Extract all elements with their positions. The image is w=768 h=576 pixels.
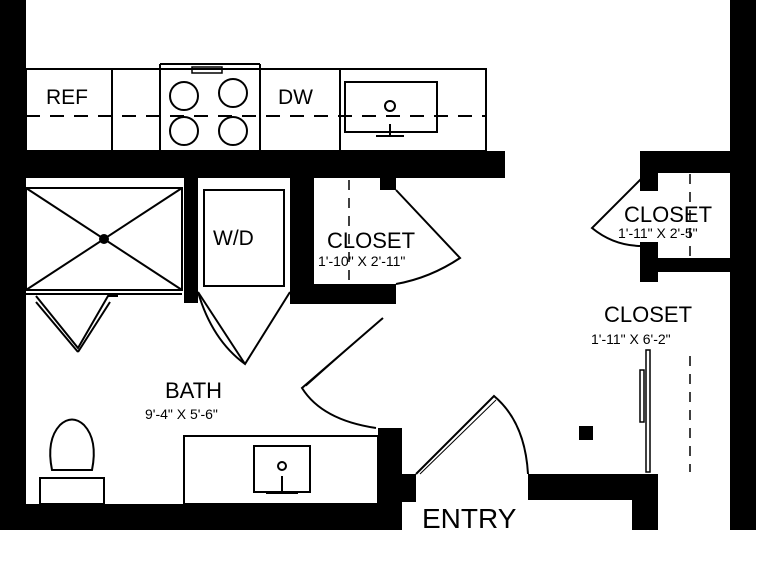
shower-glass-door <box>35 295 118 350</box>
kitchen-counter <box>25 63 487 152</box>
toilet-tank <box>39 477 105 505</box>
shower-door-swing <box>77 301 111 353</box>
vanity-counter <box>183 435 379 505</box>
counter-outline <box>25 68 487 152</box>
entry-door-swing <box>415 394 529 475</box>
sliding-door-panel <box>645 349 651 473</box>
left-exterior-wall <box>0 0 26 530</box>
entry-door-leaf-inner <box>419 399 497 475</box>
right-closet-front-wall <box>632 474 658 530</box>
shower-door-swing <box>35 301 79 353</box>
entry-left-jamb-step <box>390 474 416 502</box>
bifold-door-leaf <box>197 291 246 365</box>
shower <box>25 187 183 353</box>
upper-closet-left-jamb <box>640 151 658 191</box>
kitchen-back-wall <box>0 151 505 178</box>
burner-icon <box>169 81 199 111</box>
closet-upper-right: CLOSET 1'-11" X 2'-5" <box>590 174 712 256</box>
dishwasher-label: DW <box>278 86 313 109</box>
sliding-door-panel <box>639 369 645 423</box>
washer-dryer <box>197 189 291 366</box>
laundry-closet-jamb <box>380 178 396 190</box>
utility-marker <box>579 426 593 440</box>
closet-laundry: CLOSET 1'-10" X 2'-11" <box>318 180 462 285</box>
closet-label: CLOSET <box>604 302 692 327</box>
upper-closet-top-wall <box>640 151 756 173</box>
toilet <box>39 418 105 505</box>
toilet-bowl <box>49 418 95 471</box>
upper-closet-bottom-wall <box>640 258 756 272</box>
entry-label: ENTRY <box>422 503 517 534</box>
shower-pan <box>25 187 183 291</box>
laundry-closet-bottom <box>290 284 396 304</box>
burner-icon <box>218 116 248 146</box>
vanity <box>183 435 379 505</box>
right-closet-left-jamb <box>640 242 658 282</box>
bath-door-leaf-inner <box>305 321 379 387</box>
washer-closet-divider <box>184 178 198 303</box>
washer-dryer-unit <box>203 189 285 287</box>
closet-right: CLOSET 1'-11" X 6'-2" <box>591 302 692 473</box>
closet-dims: 1'-10" X 2'-11" <box>318 253 405 269</box>
laundry-closet-wall <box>290 178 314 303</box>
bath-label: BATH <box>165 378 222 403</box>
laundry-bifold-door <box>197 291 291 366</box>
bath-door-swing <box>300 317 384 429</box>
sink-drain-icon <box>277 461 287 471</box>
kitchen-sink <box>344 81 438 137</box>
burner-icon <box>218 78 248 108</box>
walls <box>0 0 756 530</box>
shower-drain-icon <box>99 234 109 244</box>
range <box>169 66 248 146</box>
sink-drain-icon <box>384 100 396 112</box>
refrigerator-label: REF <box>46 86 88 109</box>
closet-door-swing <box>590 177 643 247</box>
bath-dims: 9'-4" X 5'-6" <box>145 406 218 422</box>
range-control-panel <box>191 66 223 74</box>
closet-label: CLOSET <box>327 228 415 253</box>
washer-dryer-label: W/D <box>213 227 254 250</box>
closet-label: CLOSET <box>624 202 712 227</box>
closet-door-swing <box>395 189 462 285</box>
bath-bottom-wall <box>0 504 402 530</box>
closet-dims: 1'-11" X 6'-2" <box>591 331 671 347</box>
burner-icon <box>169 116 199 146</box>
closet-dims: 1'-11" X 2'-5" <box>618 225 698 241</box>
